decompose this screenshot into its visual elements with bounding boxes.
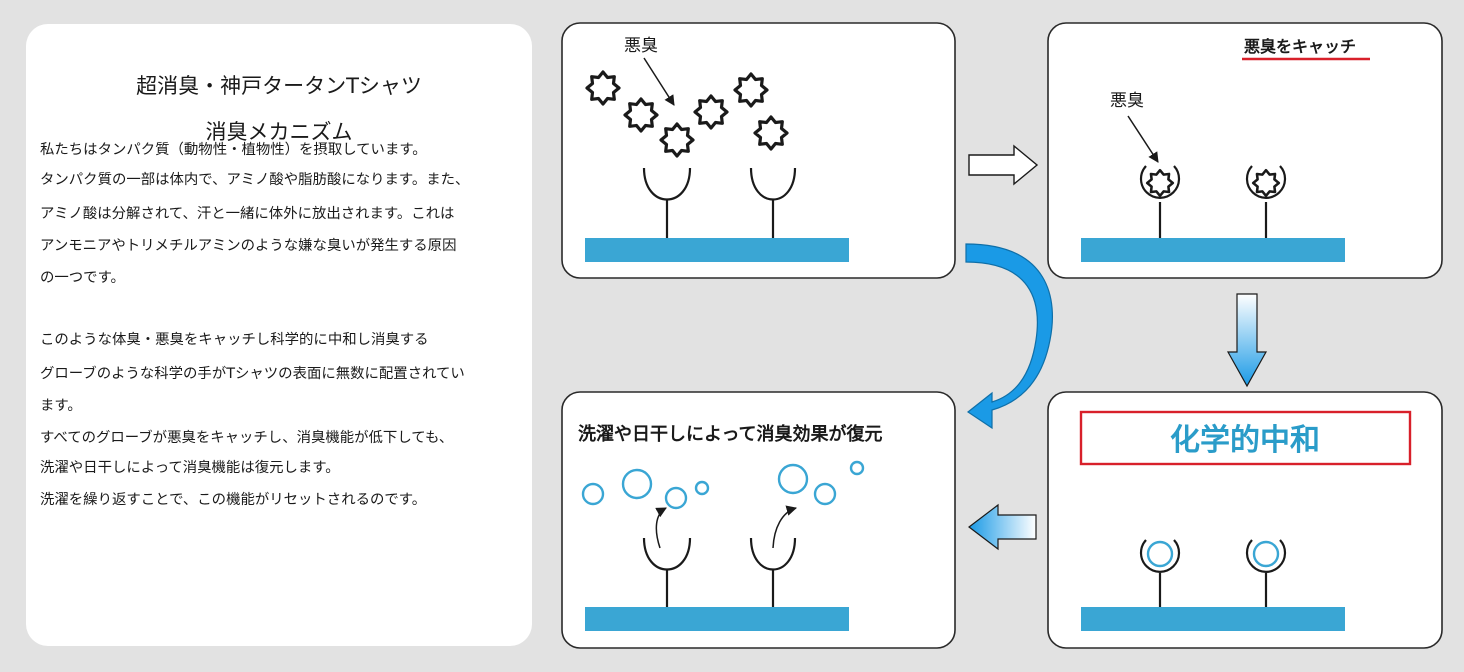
explanation-card: 超消臭・神戸タータンTシャツ 消臭メカニズム 私たちはタンパク質（動物性・植物性… [26,24,532,646]
paragraph-line: タンパク質の一部は体内で、アミノ酸や脂肪酸になります。また、 [40,172,470,188]
paragraph-line: ます。 [40,398,82,414]
panel-odor: 悪臭 [561,22,956,279]
glove-icon [642,167,692,201]
panel-catch: 悪臭をキャッチ 悪臭 [1047,22,1443,279]
glove-icon [749,537,797,571]
catch-heading: 悪臭をキャッチ [1244,37,1356,56]
paragraph-line: の一つです。 [40,270,125,286]
glove-icon [749,167,797,201]
paragraph-line: グローブのような科学の手がTシャツの表面に無数に配置されてい [40,366,465,382]
pointer-arrow [1127,115,1159,163]
paragraph-line: 洗濯を繰り返すことで、この機能がリセットされるのです。 [40,492,427,508]
paragraph-line: アミノ酸は分解されて、汗と一緒に体外に放出されます。これは [40,206,455,222]
arrow-down-icon [1226,293,1268,388]
paragraph-line: このような体臭・悪臭をキャッチし科学的に中和し消臭する [40,332,429,348]
glove-icon [1245,539,1287,573]
glove-icon [1245,165,1287,199]
released-molecule [777,463,809,495]
release-arrow [655,507,667,549]
odor-molecule-icon [753,115,789,151]
pointer-arrow [643,57,675,106]
odor-label: 悪臭 [624,36,658,56]
odor-label: 悪臭 [1110,91,1144,111]
odor-molecule-icon [585,70,621,106]
neutralized-molecule [1252,540,1280,568]
glove-icon [1139,165,1181,199]
panel-neutralize: 化学的中和 [1047,391,1443,649]
odor-molecule-icon [733,72,769,108]
released-molecule [813,482,837,506]
released-molecule [849,460,865,476]
fabric-surface [585,238,849,262]
panel-restore: 洗濯や日干しによって消臭効果が復元 [561,391,956,649]
odor-molecule-icon [1251,168,1281,198]
arrow-left-icon [968,503,1037,551]
glove-icon [1139,539,1181,573]
neutralize-heading: 化学的中和 [1170,423,1320,458]
glove-icon [642,537,692,571]
paragraph-line: すべてのグローブが悪臭をキャッチし、消臭機能が低下しても、 [40,430,454,446]
paragraph-line: アンモニアやトリメチルアミンのような嫌な臭いが発生する原因 [40,238,457,254]
odor-molecule-icon [623,97,659,133]
released-molecule [694,480,710,496]
neutralized-molecule [1146,540,1174,568]
released-molecule [621,468,653,500]
fabric-surface [1081,607,1345,631]
released-molecule [581,482,605,506]
fabric-surface [1081,238,1345,262]
odor-molecule-icon [693,94,729,130]
paragraph-line: 洗濯や日干しによって消臭機能は復元します。 [40,460,340,476]
paragraph-line: 私たちはタンパク質（動物性・植物性）を摂取しています。 [40,142,427,158]
neutralize-heading-box [1079,410,1412,466]
fabric-surface [585,607,849,631]
curved-return-arrow-icon [965,243,1053,430]
odor-molecule-icon [659,122,695,158]
arrow-right-icon [968,144,1039,186]
odor-molecule-icon [1145,168,1175,198]
restore-heading: 洗濯や日干しによって消臭効果が復元 [578,423,883,445]
title-line-2: 消臭メカニズム [205,120,353,144]
title-line-1: 超消臭・神戸タータンTシャツ [136,74,422,98]
released-molecule [664,486,688,510]
release-arrow [772,505,798,549]
